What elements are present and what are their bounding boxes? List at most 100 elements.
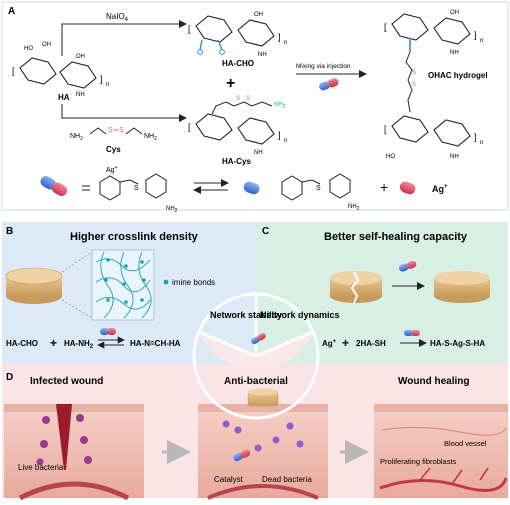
pill-half-blue [243,181,260,195]
ag-label-left: Ag+ [106,165,118,174]
ha-cys-s-1: S [236,96,240,102]
bracket-right: ] [100,74,103,84]
label-ha: HA [58,93,70,102]
panel-a-letter: A [8,6,15,17]
cys-s-2: S [119,127,124,134]
c-eq-right: HA-S-Ag-S-HA [430,339,485,348]
label-catalyst: Catalyst [214,475,244,484]
cys-chain-left [89,127,107,135]
ohac-repeat-n-top: n [480,38,483,44]
ha-cys-bracket-left: [ [188,122,191,132]
panel-b-title: Higher crosslink density [70,231,199,243]
ha-cho-oh: OH [254,12,263,18]
panel-a-frame [1,1,509,211]
aldehyde-o-1 [197,49,203,55]
ohac-nh-top: NH [450,50,459,56]
reagent-naio4: NaIO4 [106,12,129,23]
dead-bacteria-cluster [222,420,304,452]
ohac-bracket-right-top: ] [474,30,477,40]
ha-cho-nh: NH [258,52,267,58]
label-anti-bacterial: Anti-bacterial [224,376,288,387]
label-network-dynamics: Network dynamics [260,310,340,320]
ha-ho-label: HO [24,46,33,52]
ohac-s-2: S [412,82,416,88]
panel-c-title: Better self-healing capacity [324,231,468,243]
cys-chain-right [125,127,143,135]
crack-line [350,271,360,304]
bracket-left: [ [12,66,15,76]
ha-structure: [ ] n HO OH OH NH [12,42,109,98]
label-infected-wound: Infected wound [30,376,103,387]
ha-nh-label: NH [76,92,85,98]
ohac-ho-bottom: HO [386,154,395,160]
bacteria-cluster-1 [36,414,92,466]
vessel-branches [419,467,489,485]
panel-d-letter: D [6,372,13,383]
pill-icon-equilibrium [40,176,68,197]
benzene-ring-right [329,173,351,199]
broken-hydrogel-disc [330,271,382,304]
pill-icon-c [398,260,417,272]
ha-cys-nh2: NH2 [274,102,286,110]
b-eq-left: HA-CHO [6,339,38,348]
panel-d: D Infected wound Wound healing Live bact… [2,364,508,501]
ha-oh-label: OH [42,42,51,48]
hydrogel-disc-b [5,267,63,304]
ha-repeat-n: n [106,82,109,88]
vessel-3 [379,477,508,492]
cys-s-1: S [108,127,113,134]
panel-b-letter: B [6,226,13,237]
label-live-bacteria: Live bacteria [18,463,64,472]
label-wound-healing: Wound healing [398,376,469,387]
benzene-ring-left [145,173,167,199]
pill-icon-b [100,328,116,335]
legend-imine-dot [163,279,169,285]
catalyst-pill [233,449,251,462]
ha-oh-label-2: OH [76,54,85,60]
ohac-hydrogel-structure: [ ] n S S [ ] n OH NH HO NH [384,10,483,160]
center-divider-3 [255,330,314,358]
center-sector-antibacterial [199,332,313,370]
cys-side-chain [211,101,273,115]
ha-cho-structure: [ ] n OH NH [188,12,287,58]
vessel-1 [18,481,130,501]
skin-healed: Proliferating fibroblasts Blood vessel [374,404,508,498]
polymer-network [95,251,152,319]
nh2-left: NH2 [166,206,178,214]
healed-hydrogel-disc [434,271,490,303]
pyrimidine-ring-left [99,175,121,201]
b-eq-plus: + [50,336,57,350]
center-sector-dynamics [256,294,313,356]
ha-cys-nh: NH [254,150,263,156]
ohac-s-1: S [412,70,416,76]
sulfadiazine: S NH2 [281,173,360,212]
cys-molecule: NH2 S S NH2 [70,127,157,142]
label-dead-bacteria: Dead bacteria [262,475,312,484]
center-divider-2 [198,330,257,358]
sulfonyl-link-left [119,179,139,185]
ohac-oh-top: OH [450,10,459,16]
arrow-to-ha-cys [61,104,187,122]
pill-icon-c-eq [404,330,420,336]
mixing-label: Mixing via injection [296,63,351,70]
ha-cys-structure: [ ] n S S NH2 NH [188,96,287,156]
ohac-bracket-left-bottom: [ [384,124,387,134]
fibroblast-lines [381,426,507,436]
ag-label-right: Ag+ [432,184,448,194]
skin-treated: Catalyst Dead bacteria [198,388,328,500]
pill-icon-mixing [319,78,339,91]
label-ohac-hydrogel: OHAC hydrogel [428,71,488,80]
ha-cys-bracket-right: ] [278,130,281,140]
sulfonyl-s-left: S [134,185,139,192]
label-ha-cho: HA-CHO [222,59,254,68]
center-sector-stability [199,294,256,356]
ha-cho-repeat-n: n [284,40,287,46]
skin-infected: Live bacteria [4,404,144,501]
ohac-bracket-right-bottom: ] [474,132,477,142]
hydrogel-dressing [247,388,279,407]
zoom-line-bottom [61,299,93,319]
label-cys: Cys [106,145,121,154]
ohac-bracket-left-top: [ [384,22,387,32]
imine-dots [104,258,146,304]
